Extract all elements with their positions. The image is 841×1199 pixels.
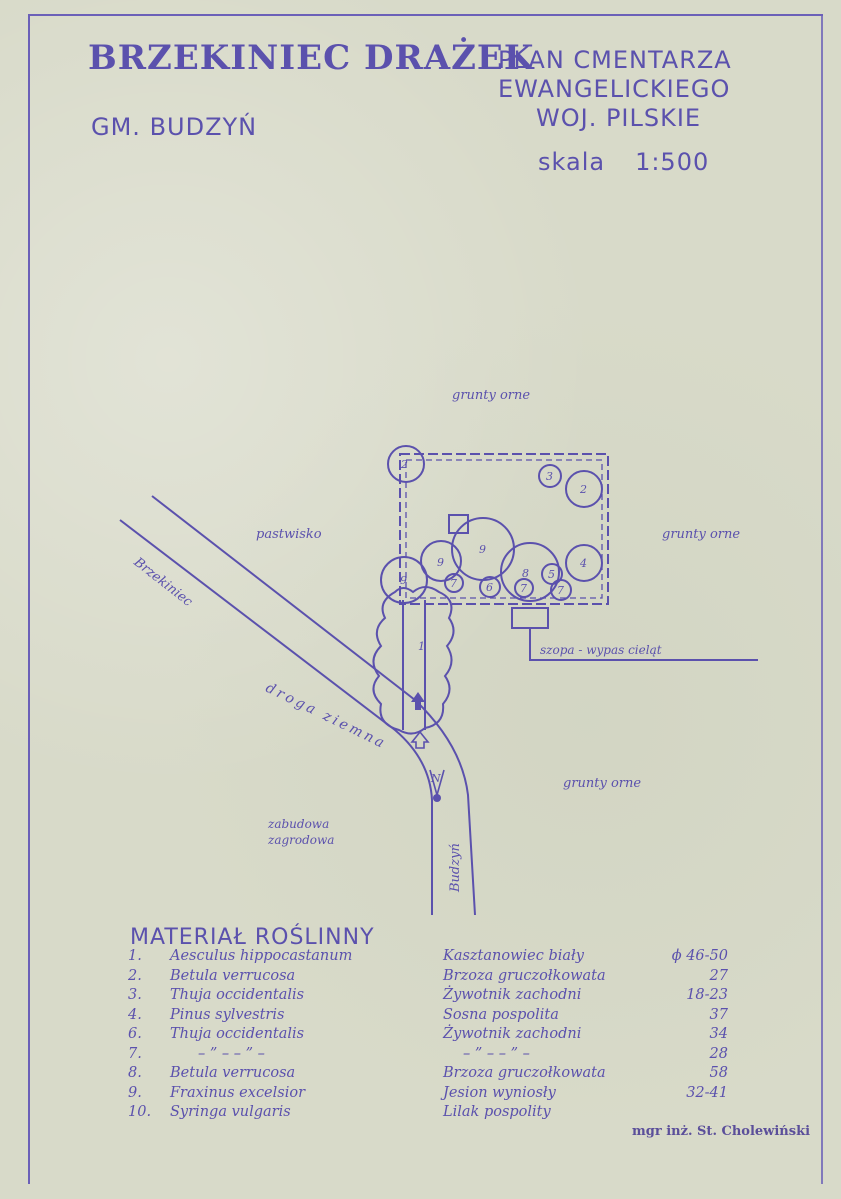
tree-label: 9 xyxy=(437,556,444,569)
tree-6 xyxy=(479,576,501,598)
tree-label: 9 xyxy=(400,574,407,587)
gmina-label: GM. BUDZYŃ xyxy=(91,113,258,141)
tree-7b xyxy=(514,578,534,598)
plan-line-2: EWANGELICKIEGO xyxy=(498,75,731,103)
tree-1-alley xyxy=(372,586,455,735)
label-north: N xyxy=(431,772,441,785)
label-farm-2: zagrodowa xyxy=(268,833,335,847)
shed-leader xyxy=(529,628,758,661)
label-east-field: grunty orne xyxy=(662,527,741,542)
label-north-field: grunty orne xyxy=(452,388,531,403)
label-road-budzyn: Budzyń xyxy=(448,843,463,892)
legend-title: MATERIAŁ ROŚLINNY xyxy=(130,925,375,950)
tree-label: 7 xyxy=(557,584,564,597)
frame-right xyxy=(821,14,823,1184)
cemetery-fence-inner xyxy=(405,459,603,599)
tree-7c xyxy=(550,579,572,601)
scale: skala 1:500 xyxy=(538,148,709,176)
tree-label: 7 xyxy=(450,577,457,590)
tree-label: 2 xyxy=(400,458,408,471)
tree-9 xyxy=(420,540,462,582)
frame-top xyxy=(28,14,823,16)
label-shed: szopa - wypas cieląt xyxy=(540,643,662,657)
tree-label: 3 xyxy=(546,470,553,483)
legend-row: 7.– ” – – ” –– ” – – ” –28 xyxy=(128,1045,728,1062)
village-title: BRZEKINIEC DRAŻEK xyxy=(88,38,535,78)
plan-title: PLAN CMENTARZA EWANGELICKIEGO WOJ. PILSK… xyxy=(498,46,758,133)
tree-label: 2 xyxy=(579,483,587,496)
tree-4 xyxy=(565,544,603,582)
avenue-lines xyxy=(402,600,426,730)
tree-label: 7 xyxy=(520,582,527,595)
tree-2-corner xyxy=(387,445,425,483)
tree-label: 6 xyxy=(486,581,493,594)
entrance-arrow xyxy=(411,692,425,710)
label-farm-1: zabudowa xyxy=(268,817,330,831)
tree-7a xyxy=(444,573,464,593)
scale-value: 1:500 xyxy=(635,148,710,176)
tree-label: 5 xyxy=(548,568,555,581)
tree-3 xyxy=(538,464,562,488)
label-south-field: grunty orne xyxy=(563,776,642,791)
cemetery-fence-outer xyxy=(399,453,609,605)
author-signature: mgr inż. St. Cholewiński xyxy=(632,1124,811,1139)
scale-label: skala xyxy=(538,148,606,176)
tree-9-west xyxy=(380,556,428,604)
tree-label: 1 xyxy=(418,640,425,653)
plan-line-1: PLAN CMENTARZA xyxy=(498,46,732,74)
small-square xyxy=(448,514,469,534)
shed xyxy=(511,607,549,629)
frame-left xyxy=(28,14,30,1184)
tree-label: 8 xyxy=(522,567,529,580)
north-arrow-dot xyxy=(433,794,441,802)
tree-8 xyxy=(500,542,560,602)
entrance-arrow-outline xyxy=(410,730,430,749)
tree-2 xyxy=(565,470,603,508)
road-edge-outer xyxy=(119,519,433,915)
tree-label: 4 xyxy=(579,557,587,570)
label-pasture: pastwisko xyxy=(256,527,322,542)
plan-line-3: WOJ. PILSKIE xyxy=(536,104,702,132)
tree-label: 9 xyxy=(479,543,486,556)
